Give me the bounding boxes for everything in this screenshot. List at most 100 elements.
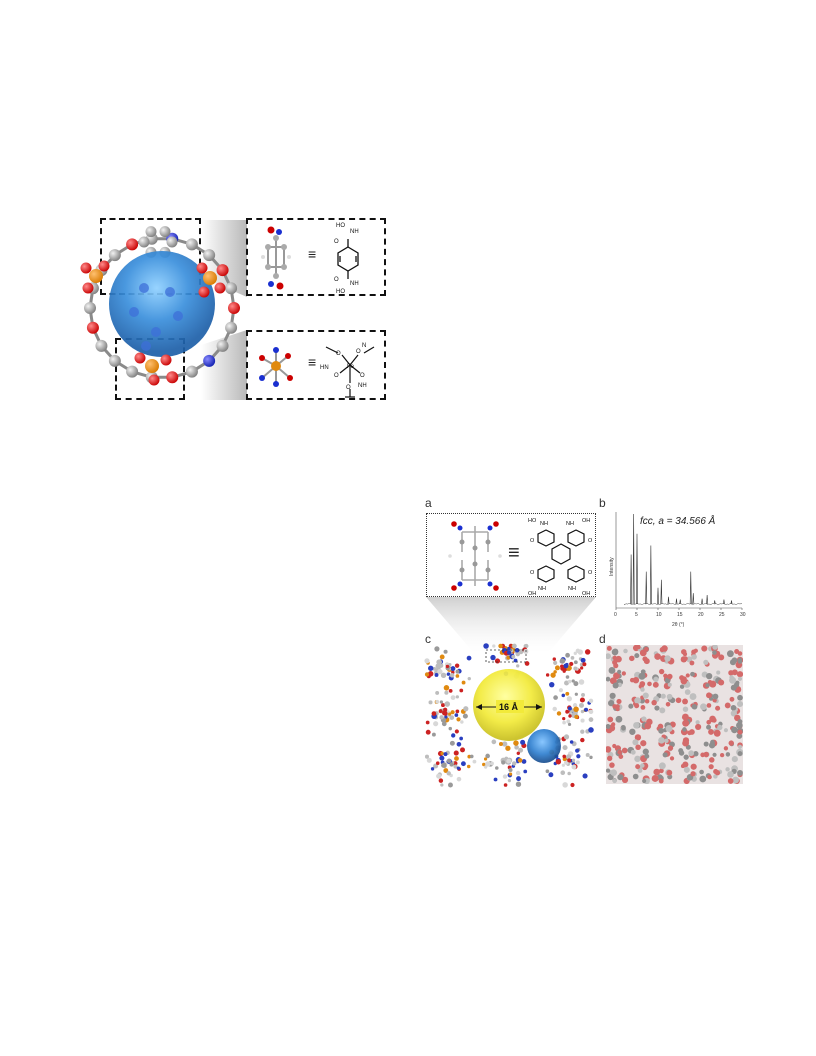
pore-size-label: 16 Å: [499, 702, 519, 712]
atom: [581, 692, 585, 697]
atom: [446, 672, 451, 676]
framework-packing-d: [606, 645, 743, 784]
atom: [438, 778, 444, 783]
chem-label: O: [530, 538, 535, 544]
atom: [562, 754, 567, 759]
pxrd-peak: [730, 600, 733, 605]
atom: [725, 767, 730, 772]
atom: [443, 649, 448, 654]
atom: [448, 782, 453, 788]
atom: [443, 707, 448, 712]
atom: [612, 655, 618, 661]
atom: [439, 654, 445, 660]
atom: [634, 703, 640, 709]
atom: [483, 643, 489, 649]
atom: [681, 649, 687, 655]
atom: [582, 773, 588, 779]
atom: [431, 732, 436, 737]
atom: [621, 747, 628, 754]
panel-label-b: b: [599, 496, 606, 510]
atom: [662, 752, 668, 758]
atom: [609, 762, 615, 768]
atom: [559, 658, 566, 664]
atom: [731, 756, 738, 763]
atom: [443, 752, 448, 757]
atom: [608, 667, 616, 674]
atom: [606, 724, 611, 730]
atom: [621, 776, 629, 784]
atom: [498, 643, 503, 649]
atom: [683, 754, 689, 760]
atom: [712, 752, 717, 757]
atom: [660, 693, 666, 699]
atom: [435, 663, 441, 669]
atom: [443, 711, 448, 716]
atom: [640, 687, 645, 692]
atom: [699, 769, 704, 775]
atom: [185, 238, 198, 251]
atom: [516, 776, 521, 782]
atom: [703, 659, 709, 665]
panel-a-projection: [426, 597, 596, 653]
panel-a-ball-stick: [448, 521, 502, 591]
atom: [665, 724, 673, 732]
atom: [449, 740, 455, 746]
atom: [612, 659, 618, 665]
atom: [563, 734, 570, 740]
atom: [225, 282, 238, 295]
atom: [159, 226, 171, 238]
atom: [737, 719, 743, 724]
atom: [628, 703, 634, 709]
atom: [425, 729, 431, 735]
atom: [460, 761, 466, 767]
atom: [548, 772, 554, 778]
atom: [439, 755, 445, 761]
atom: [712, 645, 718, 650]
atom: [491, 739, 497, 745]
atom: [514, 745, 519, 750]
atom: [634, 734, 642, 741]
atom: [459, 688, 464, 693]
panel-label-d: d: [599, 632, 606, 646]
atom: [725, 752, 731, 757]
atom: [732, 776, 739, 784]
atom: [495, 766, 499, 770]
atom: [667, 673, 673, 680]
atom: [216, 264, 229, 277]
atom: [681, 713, 689, 721]
atom: [632, 739, 639, 746]
atom: [685, 673, 690, 678]
atom: [644, 722, 652, 730]
atom: [573, 651, 577, 655]
x-tick-label: 20: [698, 612, 704, 618]
pore-sphere: [109, 251, 215, 357]
atom: [492, 644, 496, 648]
atom: [727, 778, 734, 784]
fe-atom: [89, 269, 103, 283]
atom: [706, 724, 712, 730]
atom: [553, 670, 557, 674]
atom: [456, 776, 462, 782]
atom: [580, 709, 585, 714]
atom: [584, 707, 589, 712]
atom: [683, 766, 690, 773]
fe-atom: [203, 271, 217, 285]
atom: [86, 321, 99, 334]
x-tick-label: 0: [614, 612, 617, 618]
atom: [566, 696, 572, 702]
atom: [690, 763, 697, 770]
atom: [424, 754, 430, 759]
chem-label: O: [588, 570, 593, 576]
atom: [686, 656, 693, 663]
atom: [706, 719, 712, 725]
atom: [667, 745, 674, 751]
atom: [449, 762, 454, 767]
atom: [438, 709, 443, 714]
atom: [585, 752, 590, 757]
atom: [724, 702, 731, 709]
node-skeletal-formula: HN O O Fe O O N O NH: [320, 343, 375, 398]
atom: [644, 698, 650, 704]
atom: [682, 698, 688, 705]
atom: [511, 654, 516, 659]
atom: [629, 655, 635, 662]
